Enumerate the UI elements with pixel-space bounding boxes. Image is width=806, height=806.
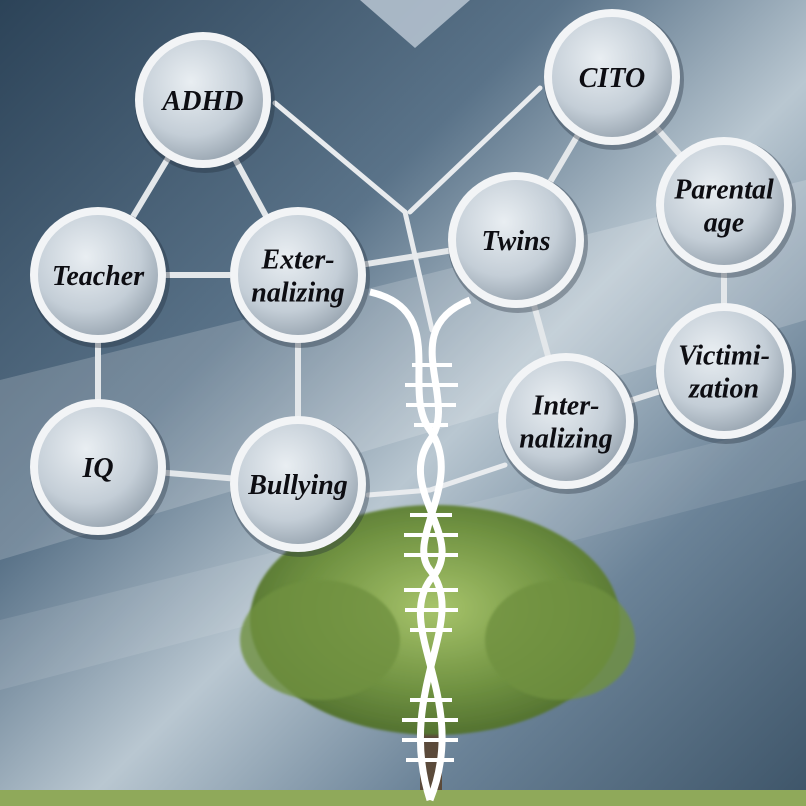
tree-canopy-right <box>485 580 635 700</box>
node-internalizing: Inter-nalizing <box>498 353 638 494</box>
node-face <box>143 40 263 160</box>
node-label: Bullying <box>247 470 348 501</box>
node-face <box>506 361 626 481</box>
top-triangle <box>360 0 470 48</box>
node-bullying: Bullying <box>230 416 370 557</box>
branch-left <box>272 100 408 215</box>
node-label: ADHD <box>161 86 244 117</box>
node-label: CITO <box>579 63 645 94</box>
node-group: ADHD CITO Teacher Exter-nalizing Twins Parent… <box>30 9 796 557</box>
node-label: age <box>704 208 744 239</box>
node-label: Parental <box>673 175 774 206</box>
grass-strip <box>0 790 806 806</box>
light-streak <box>0 180 806 560</box>
node-face <box>456 180 576 300</box>
node-label: nalizing <box>251 278 344 309</box>
node-face <box>38 407 158 527</box>
node-iq: IQ <box>30 399 170 540</box>
tree <box>0 505 806 806</box>
node-victimization: Victimi-zation <box>656 303 796 444</box>
node-label: Exter- <box>260 245 334 276</box>
branch-bullying-link <box>365 462 508 498</box>
node-face <box>664 311 784 431</box>
node-face <box>664 145 784 265</box>
node-face <box>552 17 672 137</box>
dna-rungs <box>402 363 458 762</box>
node-label: Inter- <box>532 391 600 422</box>
node-face <box>38 215 158 335</box>
branch-stem <box>402 209 435 333</box>
node-twins: Twins <box>448 172 588 313</box>
node-label: Teacher <box>52 261 145 292</box>
node-externalizing: Exter-nalizing <box>230 207 370 348</box>
node-label: nalizing <box>519 424 612 455</box>
node-label: Victimi- <box>678 341 770 372</box>
node-label: zation <box>688 374 759 405</box>
node-face <box>238 424 358 544</box>
node-adhd: ADHD <box>135 32 275 173</box>
node-teacher: Teacher <box>30 207 170 348</box>
node-label: Twins <box>482 226 551 257</box>
tree-canopy-left <box>240 580 400 700</box>
branch-lines <box>272 85 543 498</box>
node-face <box>238 215 358 335</box>
branch-right <box>407 85 543 215</box>
node-cito: CITO <box>544 9 684 150</box>
dna-helix <box>369 288 472 802</box>
node-label: IQ <box>81 453 113 484</box>
